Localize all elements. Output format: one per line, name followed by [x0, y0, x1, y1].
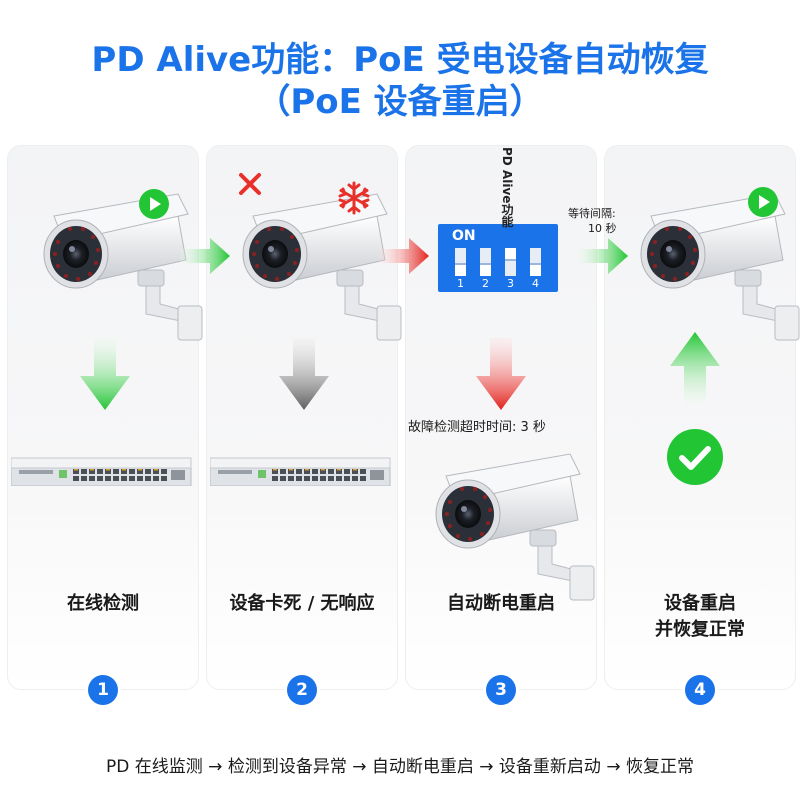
dip-on-label: ON [452, 228, 476, 244]
down-arrow-gray [279, 338, 329, 410]
snowflake-icon [338, 181, 370, 215]
wait-note-line1: 等待间隔: [568, 207, 616, 220]
dip-toggle-3 [505, 248, 516, 276]
wait-note-line2: 10 秒 [588, 222, 617, 235]
dip-toggle-4 [530, 248, 541, 276]
play-icon [748, 187, 778, 217]
step-number-4: 4 [685, 675, 715, 705]
step-label-line2: 并恢复正常 [655, 619, 745, 640]
right-arrow-green [578, 238, 628, 274]
down-arrow-green [80, 338, 130, 410]
page-subtitle: （PoE 设备重启） [256, 82, 544, 122]
timeout-note: 故障检测超时时间: 3 秒 [408, 420, 546, 435]
poe-switch-image [210, 457, 391, 486]
poe-switch-image [11, 457, 192, 486]
up-arrow-green [670, 332, 720, 404]
dip-number: 4 [532, 277, 539, 290]
process-caption: PD 在线监测 → 检测到设备异常 → 自动断电重启 → 设备重新启动 → 恢复… [106, 757, 694, 777]
step-label: 在线检测 [67, 593, 139, 614]
step-number-1: 1 [88, 675, 118, 705]
step-label: 设备卡死 / 无响应 [229, 593, 375, 614]
step-label-line1: 设备重启 [664, 593, 736, 614]
dip-number: 1 [457, 277, 464, 290]
dip-toggle-1 [455, 248, 466, 276]
pd-alive-vertical-label: PD Alive功能 [500, 147, 514, 228]
step-label: 自动断电重启 [447, 593, 555, 614]
step-card-1: 在线检测 [7, 145, 203, 690]
play-icon [139, 189, 169, 219]
step-card-3: ON 1 2 3 4 故障检测超时时间: 3 秒 自动断电重启 [405, 145, 597, 690]
dip-toggle-2 [480, 248, 491, 276]
step-number-2: 2 [287, 675, 317, 705]
step-number-3: 3 [486, 675, 516, 705]
right-arrow-red [379, 238, 429, 274]
page-title: PD Alive功能：PoE 受电设备自动恢复 [91, 40, 709, 80]
checkmark-icon [667, 429, 723, 485]
step-card-2: 设备卡死 / 无响应 [206, 145, 402, 690]
x-mark-icon [239, 173, 261, 195]
right-arrow-green [180, 238, 230, 274]
dip-switch: ON 1 2 3 4 [438, 224, 558, 292]
dip-number: 3 [507, 277, 514, 290]
dip-number: 2 [482, 277, 489, 290]
down-arrow-red [476, 338, 526, 410]
step-card-4: 设备重启 并恢复正常 [604, 145, 800, 690]
